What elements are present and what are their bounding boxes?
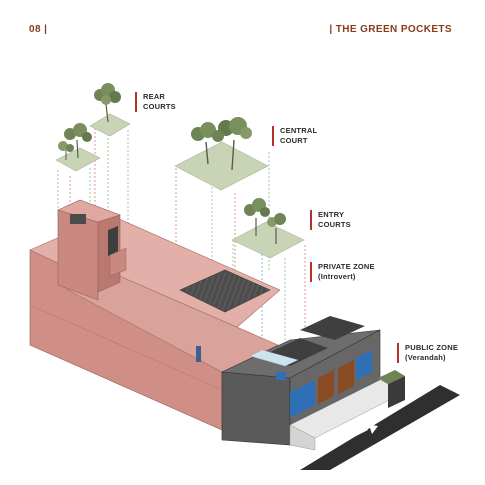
page-number: 08 |	[29, 24, 48, 35]
callout-entry-courts: ENTRY COURTS	[310, 210, 351, 230]
central-court	[174, 117, 269, 191]
callout-public-zone-line2: (Verandah)	[405, 353, 446, 362]
page-title: | THE GREEN POCKETS	[329, 24, 452, 35]
tree-icon	[244, 198, 286, 244]
callout-entry-courts-line2: COURTS	[318, 220, 351, 229]
callout-entry-courts-line1: ENTRY	[318, 210, 345, 219]
callout-public-zone-line1: PUBLIC ZONE	[405, 343, 459, 352]
entry-courts	[231, 198, 305, 259]
callout-rear-courts: REAR COURTS	[135, 92, 176, 112]
callout-central-court-line1: CENTRAL	[280, 126, 318, 135]
rear-court-lower	[55, 123, 101, 172]
callout-public-zone: PUBLIC ZONE (Verandah)	[397, 343, 458, 363]
house-massing	[29, 199, 460, 470]
rear-court-upper	[89, 83, 131, 137]
callout-central-court: CENTRAL COURT	[272, 126, 317, 146]
callout-rear-courts-line2: COURTS	[143, 102, 176, 111]
tree-icon	[58, 123, 92, 160]
callout-private-zone: PRIVATE ZONE (Introvert)	[310, 262, 375, 282]
tree-icon	[191, 117, 252, 171]
callout-central-court-line2: COURT	[280, 136, 308, 145]
tree-icon	[94, 83, 121, 123]
callout-private-zone-line1: PRIVATE ZONE	[318, 262, 375, 271]
callout-rear-courts-line1: REAR	[143, 92, 166, 101]
callout-private-zone-line2: (Introvert)	[318, 272, 356, 281]
